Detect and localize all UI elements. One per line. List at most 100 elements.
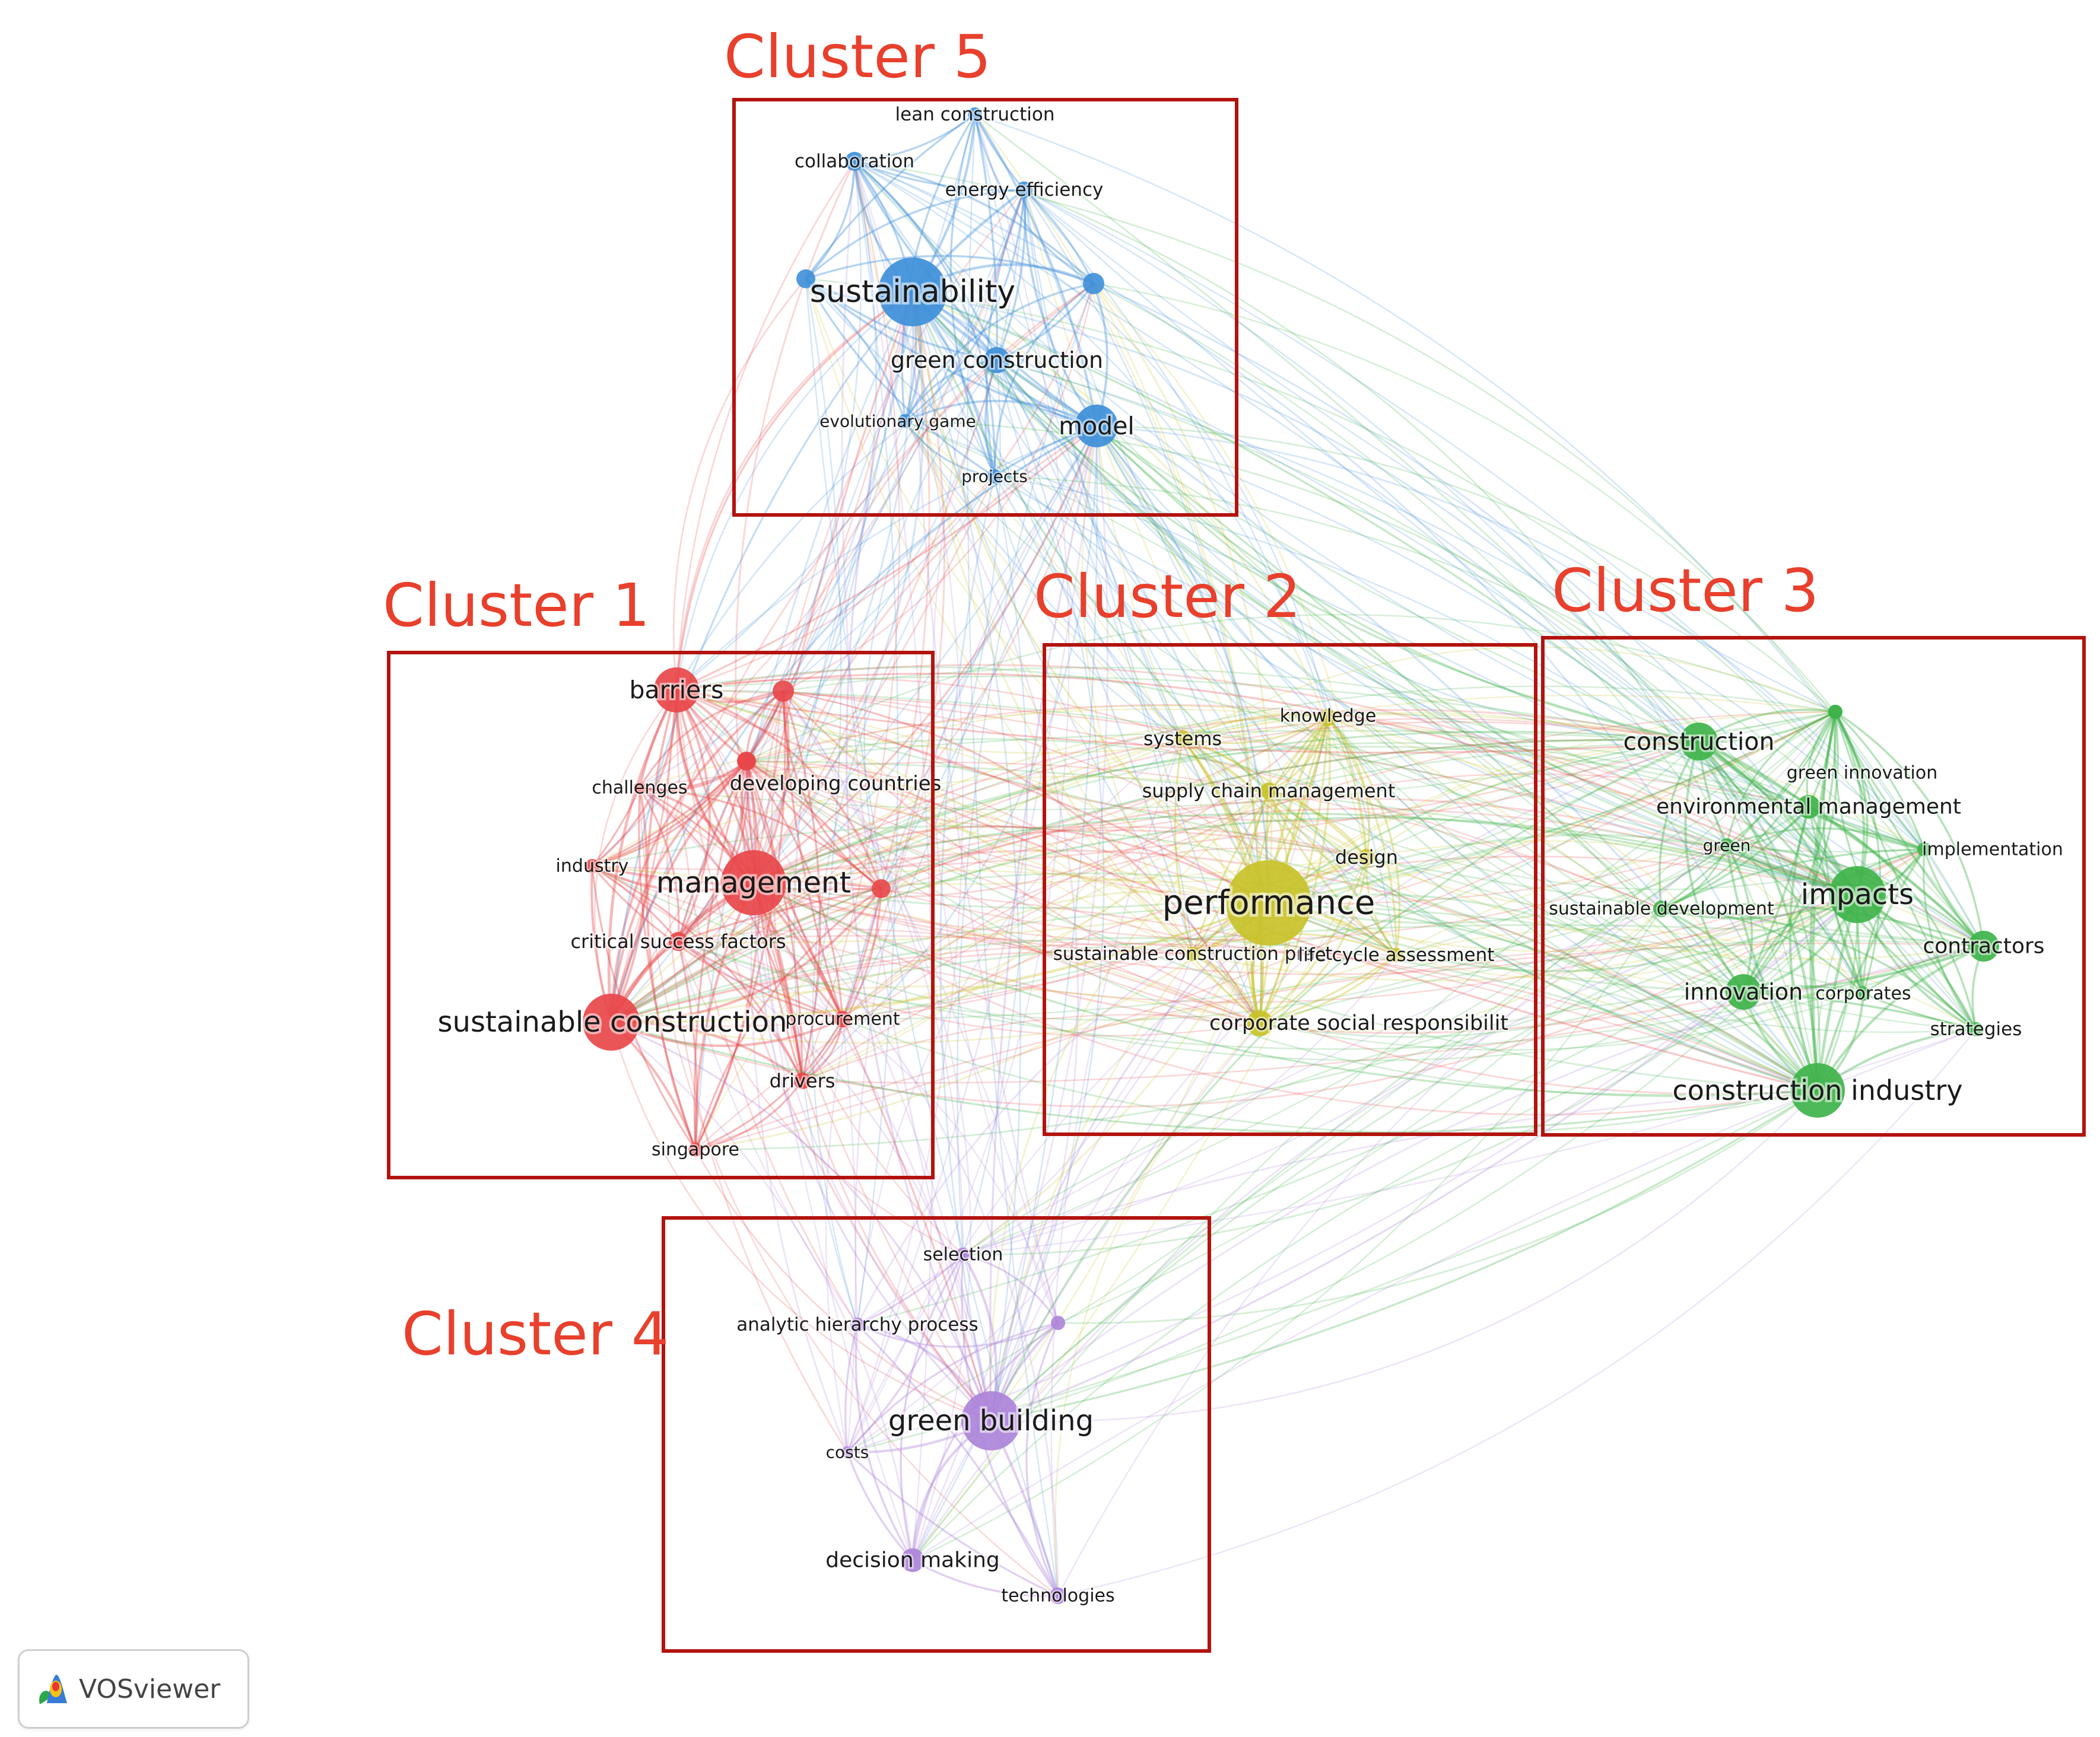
keyword-node[interactable] (773, 680, 794, 702)
node-lean-construction[interactable] (968, 107, 982, 122)
label-corporates[interactable]: corporates (1814, 982, 1912, 1006)
node-sustainable-construction-pract[interactable] (1186, 947, 1200, 961)
keyword-node[interactable] (796, 269, 815, 288)
node-construction[interactable] (1680, 723, 1718, 761)
keyword-node[interactable] (872, 879, 891, 898)
node-collaboration[interactable] (845, 152, 864, 171)
label-performance[interactable]: performance (1159, 881, 1378, 925)
node-systems[interactable] (1174, 730, 1191, 747)
node-drivers[interactable] (794, 1073, 811, 1089)
label-green[interactable]: green (1701, 834, 1752, 857)
node-life-cycle-assessment[interactable] (1389, 948, 1403, 962)
node-costs[interactable] (841, 1446, 853, 1458)
label-supply-chain-management[interactable]: supply chain management (1140, 778, 1397, 803)
node-corporate-social-responsibilit[interactable] (1247, 1010, 1273, 1036)
node-critical-success-factors[interactable] (669, 932, 688, 951)
co-occurrence-link (962, 953, 1194, 1255)
node-corporates[interactable] (1856, 987, 1870, 1001)
label-green-innovation[interactable]: green innovation (1785, 761, 1939, 785)
node-challenges[interactable] (634, 782, 646, 794)
label-projects[interactable]: projects (960, 465, 1029, 488)
label-sustainability[interactable]: sustainability (808, 272, 1018, 313)
label-design[interactable]: design (1333, 844, 1399, 870)
co-occurrence-link (853, 160, 998, 361)
label-contractors[interactable]: contractors (1921, 933, 2046, 960)
keyword-node[interactable] (1083, 273, 1104, 294)
label-impacts[interactable]: impacts (1799, 876, 1916, 914)
node-supply-chain-management[interactable] (1260, 782, 1277, 799)
label-procurement[interactable]: procurement (784, 1007, 901, 1031)
label-industry[interactable]: industry (554, 854, 630, 878)
label-challenges[interactable]: challenges (590, 776, 689, 800)
label-model[interactable]: model (1057, 410, 1137, 443)
label-critical-success-factors[interactable]: critical success factors (569, 928, 787, 954)
label-corporate-social-responsibilit[interactable]: corporate social responsibilit (1208, 1010, 1510, 1037)
node-performance[interactable] (1226, 860, 1311, 946)
label-lean-construction[interactable]: lean construction (894, 102, 1056, 126)
node-procurement[interactable] (834, 1011, 851, 1027)
label-sustainable-development[interactable]: sustainable development (1548, 897, 1776, 921)
node-sustainable-construction[interactable] (583, 994, 640, 1051)
node-contractors[interactable] (1968, 931, 1999, 962)
label-technologies[interactable]: technologies (1000, 1584, 1116, 1608)
label-costs[interactable]: costs (824, 1441, 870, 1464)
node-sustainability[interactable] (878, 257, 947, 326)
node-impacts[interactable] (1829, 866, 1886, 923)
co-occurrence-link (802, 738, 1184, 1082)
label-barriers[interactable]: barriers (627, 674, 726, 707)
label-green-construction[interactable]: green construction (889, 345, 1105, 375)
label-selection[interactable]: selection (922, 1243, 1005, 1267)
label-strategies[interactable]: strategies (1929, 1017, 2023, 1041)
label-sustainable-construction[interactable]: sustainable construction (436, 1003, 790, 1041)
node-green-building[interactable] (961, 1391, 1021, 1450)
node-decision-making[interactable] (901, 1548, 924, 1572)
node-green-innovation[interactable] (1828, 705, 1842, 719)
label-environmental-management[interactable]: environmental management (1654, 793, 1963, 821)
label-innovation[interactable]: innovation (1682, 977, 1805, 1007)
node-innovation[interactable] (1726, 974, 1761, 1010)
node-technologies[interactable] (1050, 1588, 1066, 1604)
node-singapore[interactable] (688, 1143, 703, 1157)
node-model[interactable] (1075, 405, 1118, 447)
node-environmental-management[interactable] (1797, 795, 1821, 819)
label-decision-making[interactable]: decision making (824, 1547, 1001, 1574)
node-strategies[interactable] (1969, 1022, 1983, 1036)
label-implementation[interactable]: implementation (1921, 838, 2065, 861)
node-projects[interactable] (987, 469, 1002, 483)
label-life-cycle-assessment[interactable]: life cycle assessment (1297, 943, 1496, 967)
node-management[interactable] (721, 850, 786, 915)
vosviewer-logo[interactable]: VOSviewer (18, 1649, 249, 1729)
node-design[interactable] (1358, 849, 1375, 866)
node-knowledge[interactable] (1321, 709, 1335, 723)
label-green-building[interactable]: green building (886, 1402, 1096, 1440)
node-barriers[interactable] (654, 667, 699, 712)
label-drivers[interactable]: drivers (768, 1068, 837, 1093)
node-analytic-hierarchy-process[interactable] (850, 1318, 865, 1332)
label-construction[interactable]: construction (1621, 726, 1777, 758)
node-construction-industry[interactable] (1790, 1063, 1845, 1118)
label-systems[interactable]: systems (1142, 726, 1224, 751)
co-occurrence-link (1834, 711, 1977, 1030)
label-collaboration[interactable]: collaboration (793, 149, 916, 173)
node-green[interactable] (1720, 838, 1734, 852)
label-knowledge[interactable]: knowledge (1278, 704, 1378, 728)
keyword-node[interactable] (1051, 1316, 1065, 1330)
node-green-construction[interactable] (984, 347, 1010, 373)
label-sustainable-construction-pract[interactable]: sustainable construction pract (1051, 941, 1334, 966)
node-sustainable-development[interactable] (1653, 901, 1670, 917)
co-occurrence-link (1834, 711, 1882, 994)
co-occurrence-link (746, 760, 1261, 1024)
node-implementation[interactable] (1917, 842, 1931, 857)
label-developing-countries[interactable]: developing countries (728, 770, 943, 797)
node-evolutionary-game[interactable] (898, 414, 912, 428)
node-industry[interactable] (585, 859, 599, 873)
label-energy-efficiency[interactable]: energy efficiency (943, 177, 1105, 202)
node-energy-efficiency[interactable] (1016, 182, 1032, 198)
label-management[interactable]: management (654, 863, 853, 902)
label-analytic-hierarchy-process[interactable]: analytic hierarchy process (735, 1312, 980, 1337)
node-developing-countries[interactable] (738, 752, 755, 770)
label-construction-industry[interactable]: construction industry (1670, 1072, 1965, 1109)
label-evolutionary-game[interactable]: evolutionary game (818, 410, 977, 432)
node-selection[interactable] (956, 1248, 970, 1262)
label-singapore[interactable]: singapore (650, 1138, 741, 1162)
